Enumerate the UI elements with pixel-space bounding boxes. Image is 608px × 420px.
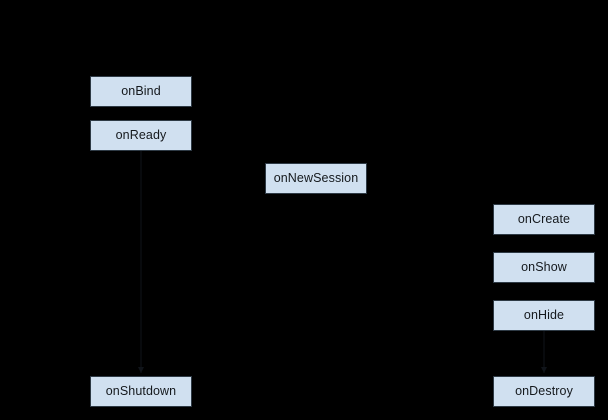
node-on-ready-label: onReady <box>115 128 167 143</box>
node-on-ready[interactable]: onReady <box>90 120 192 151</box>
node-on-show-label: onShow <box>521 260 567 275</box>
node-on-create[interactable]: onCreate <box>493 204 595 235</box>
node-on-hide[interactable]: onHide <box>493 300 595 331</box>
node-on-bind[interactable]: onBind <box>90 76 192 107</box>
node-on-shutdown-label: onShutdown <box>105 384 177 399</box>
node-on-show[interactable]: onShow <box>493 252 595 283</box>
node-on-create-label: onCreate <box>517 212 571 227</box>
node-on-new-session[interactable]: onNewSession <box>265 163 367 194</box>
node-on-new-session-label: onNewSession <box>273 171 359 186</box>
node-on-destroy-label: onDestroy <box>515 384 573 399</box>
node-on-bind-label: onBind <box>121 84 161 99</box>
node-on-hide-label: onHide <box>523 308 565 323</box>
node-on-shutdown[interactable]: onShutdown <box>90 376 192 407</box>
node-on-destroy[interactable]: onDestroy <box>493 376 595 407</box>
